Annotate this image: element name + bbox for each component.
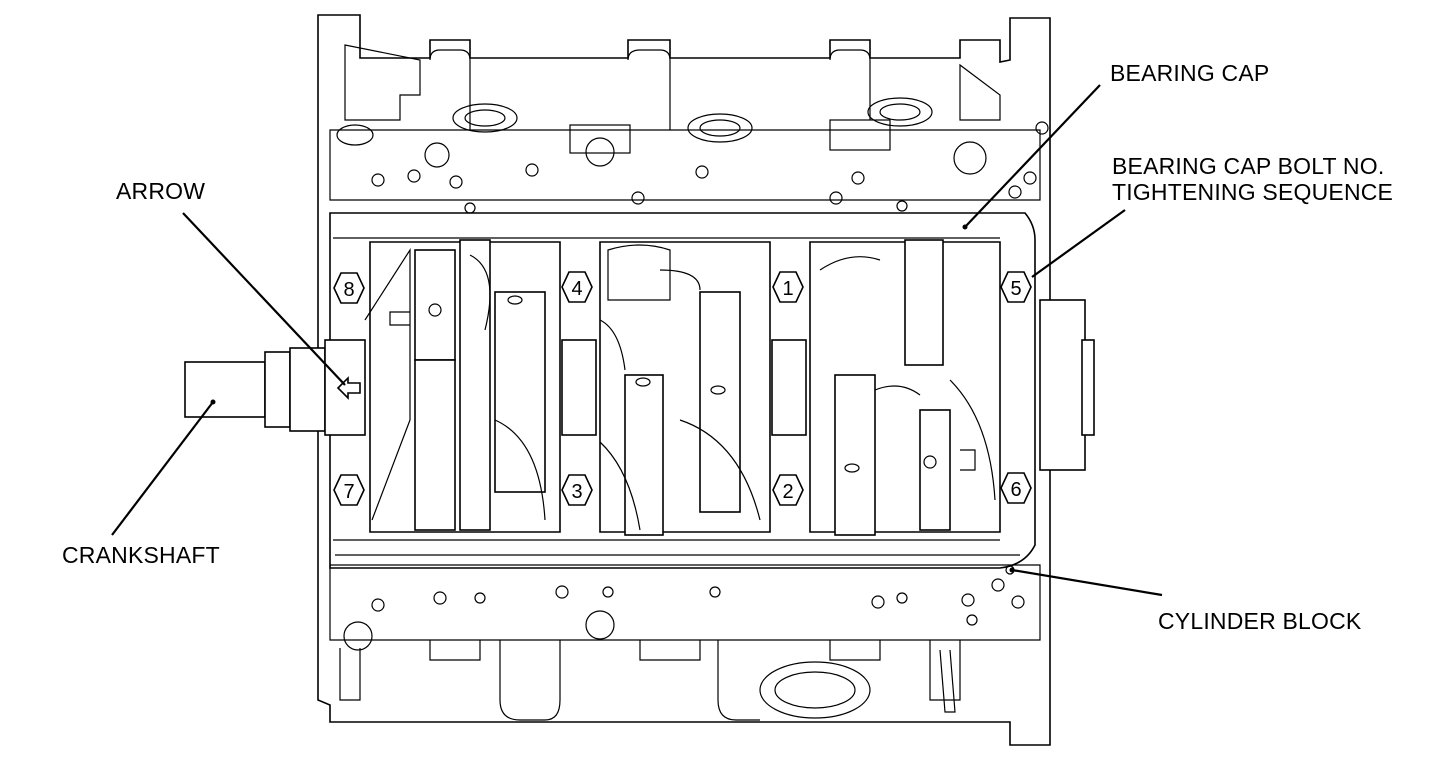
bolt-number-8: 8 [343, 279, 354, 301]
bolt-number-4: 4 [571, 278, 582, 300]
label-bolt-sequence-line2: TIGHTENING SEQUENCE [1112, 179, 1394, 205]
label-bolt-sequence-line1: BEARING CAP BOLT NO. [1112, 153, 1385, 179]
leader-crankshaft [111, 401, 214, 536]
leader-arrow [182, 212, 346, 386]
leader-crankshaft-dot [210, 399, 216, 405]
label-crankshaft: CRANKSHAFT [62, 542, 220, 568]
bolt-number-6: 6 [1010, 479, 1021, 501]
bolt-number-5: 5 [1010, 278, 1021, 300]
bolt-number-2: 2 [782, 481, 793, 503]
bearing-cap-frame [329, 212, 1036, 569]
bolt-hex-8: 8 [333, 272, 365, 304]
bolt-hex-4: 4 [561, 271, 593, 303]
arrow-mark [336, 376, 361, 400]
bolt-number-3: 3 [571, 481, 582, 503]
bolt-hex-7: 7 [333, 474, 365, 506]
bolt-hex-1: 1 [772, 271, 804, 303]
crankshaft-throws [184, 239, 1095, 536]
bolt-hex-2: 2 [772, 474, 804, 506]
bolt-hex-5: 5 [1000, 271, 1032, 303]
leader-bearing-cap-dot [962, 224, 968, 230]
leader-lines [111, 84, 1163, 597]
leader-cylinder-block-dot [1009, 567, 1015, 573]
bolt-sequence: 8 4 1 5 7 3 2 6 [333, 271, 1032, 506]
bolt-hex-3: 3 [561, 474, 593, 506]
cylinder-block-outline [317, 14, 1051, 746]
bolt-number-1: 1 [782, 278, 793, 300]
leader-cylinder-block [1011, 568, 1163, 597]
leader-bolt-sequence [1031, 209, 1126, 278]
bolt-hex-6: 6 [1000, 472, 1032, 504]
bolt-number-7: 7 [343, 481, 354, 503]
label-cylinder-block: CYLINDER BLOCK [1158, 608, 1362, 634]
label-arrow: ARROW [116, 178, 206, 204]
leader-bearing-cap [964, 84, 1101, 228]
label-bearing-cap: BEARING CAP [1110, 60, 1270, 86]
